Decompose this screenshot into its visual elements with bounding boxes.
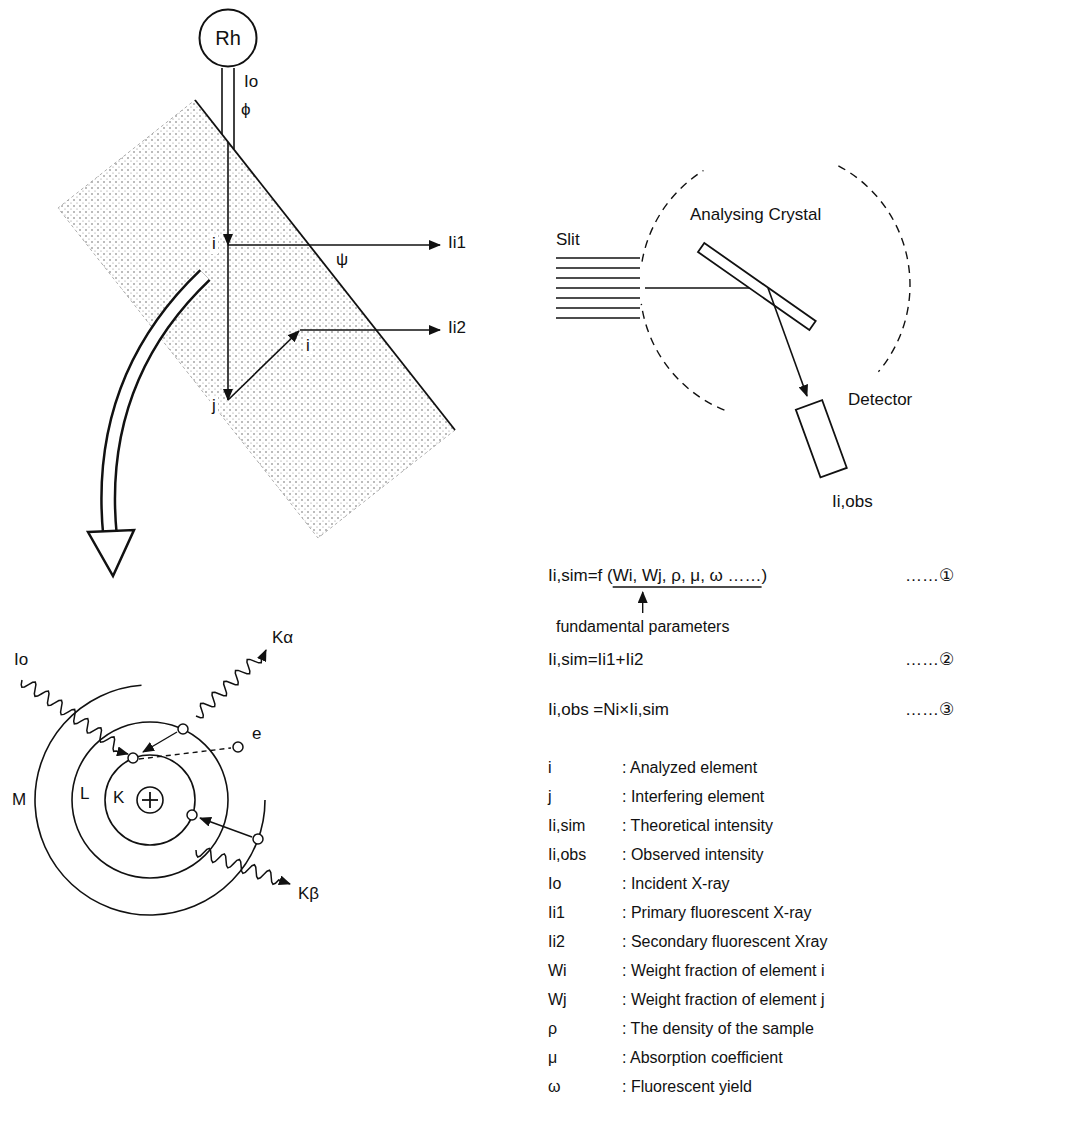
electron <box>128 724 263 844</box>
label: Slit <box>556 230 580 250</box>
legend-text: Io <box>548 874 561 893</box>
legend-text: : Analyzed element <box>622 758 757 777</box>
label: Ii,obs <box>832 492 873 512</box>
legend-text: : Observed intensity <box>622 845 763 864</box>
label: Analysing Crystal <box>690 205 821 225</box>
legend-text: j <box>548 787 552 806</box>
nucleus <box>137 787 163 813</box>
goniometer-circle <box>641 304 724 410</box>
legend-text: : The density of the sample <box>622 1019 814 1038</box>
node-label: Rh <box>215 26 241 50</box>
legend-text: Ii,sim <box>548 816 585 835</box>
incident-beam <box>227 245 229 400</box>
sample-surface <box>195 100 455 430</box>
primary-ray <box>228 244 440 246</box>
legend-text: Ii2 <box>548 932 565 951</box>
pointer-arrow <box>642 592 643 613</box>
label: Kβ <box>298 884 319 904</box>
legend-text: : Incident X-ray <box>622 874 730 893</box>
analysing-crystal <box>698 243 816 330</box>
ejected-electron-path <box>139 748 231 759</box>
equation-text: ……① <box>905 566 954 586</box>
tube-circle <box>200 10 257 67</box>
legend-text: Ii1 <box>548 903 565 922</box>
label: e <box>252 724 261 744</box>
nucleus-plus <box>149 792 151 808</box>
transition-arrow <box>143 732 177 752</box>
equation-text: ……③ <box>905 700 954 720</box>
tube-stem <box>233 68 235 149</box>
label: L <box>80 784 89 804</box>
secondary-excitation <box>228 331 299 400</box>
tube-stem <box>221 68 223 134</box>
label: i <box>210 234 218 254</box>
legend-text: : Weight fraction of element j <box>622 990 824 1009</box>
incident-beam <box>227 142 229 245</box>
detector-outline <box>790 398 860 478</box>
legend-text: Ii,obs <box>548 845 586 864</box>
label: Ii2 <box>448 318 466 338</box>
secondary-ray <box>300 329 440 331</box>
zoom-arrow-head <box>88 530 134 576</box>
sample <box>58 100 455 538</box>
legend-text: μ <box>548 1048 557 1067</box>
legend-text: ρ <box>548 1019 557 1038</box>
zoom-arrow <box>108 275 205 535</box>
equation-text: Ii,obs =Ni×Ii,sim <box>548 700 669 720</box>
node-label: Detector <box>848 390 912 410</box>
legend-text: Wi <box>548 961 567 980</box>
detector: Detector <box>790 398 860 478</box>
legend-text: i <box>548 758 552 777</box>
label: Io <box>14 650 28 670</box>
legend-text: : Secondary fluorescent Xray <box>622 932 827 951</box>
legend-text: : Fluorescent yield <box>622 1077 752 1096</box>
legend-text: ω <box>548 1077 561 1096</box>
atom-shells <box>35 685 265 915</box>
label: Io <box>244 72 258 92</box>
legend-text: : Interfering element <box>622 787 764 806</box>
equation-text: Ii,sim=Ii1+Ii2 <box>548 650 643 670</box>
label: ψ <box>336 250 348 270</box>
label: Ii1 <box>448 233 466 253</box>
x-ray-tube: Rh <box>198 8 258 68</box>
xray-wave <box>196 650 266 718</box>
detector-body <box>796 400 847 477</box>
legend-text: Wj <box>548 990 567 1009</box>
xray-wave <box>196 848 290 884</box>
slit <box>556 258 640 318</box>
label: K <box>113 788 124 808</box>
equation-text: fundamental parameters <box>556 617 729 636</box>
zoom-arrow <box>108 275 205 535</box>
label: ϕ <box>241 100 251 120</box>
legend-text: : Absorption coefficient <box>622 1048 783 1067</box>
equation-text: Ii,sim=f (Wi, Wj, ρ, μ, ω ……) <box>548 566 767 586</box>
legend-text: : Theoretical intensity <box>622 816 773 835</box>
label: i <box>304 336 312 356</box>
equation-text: ……② <box>905 650 954 670</box>
goniometer-circle <box>838 166 910 372</box>
diffracted-ray <box>768 288 807 396</box>
label: Kα <box>272 628 293 648</box>
xray-wave <box>21 680 128 754</box>
transition-arrow <box>200 818 252 837</box>
label: j <box>210 396 218 416</box>
legend-text: : Weight fraction of element i <box>622 961 824 980</box>
legend-text: : Primary fluorescent X-ray <box>622 903 811 922</box>
underline <box>613 586 762 588</box>
label: M <box>12 790 26 810</box>
